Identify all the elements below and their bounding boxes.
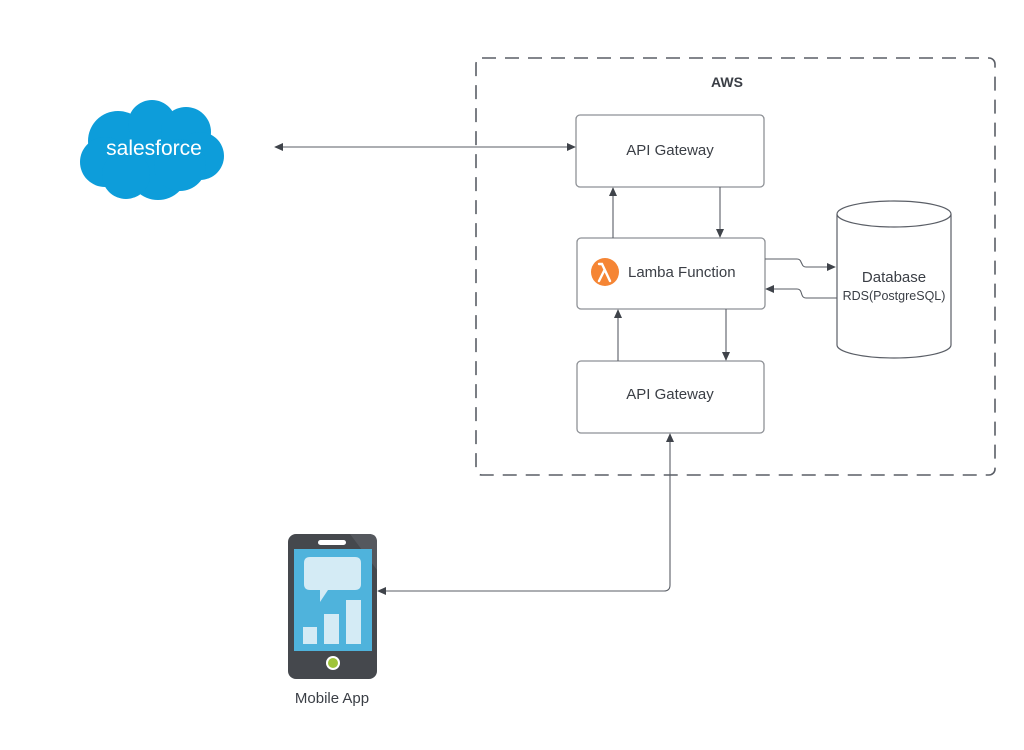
api-gateway-top-node[interactable]: API Gateway — [575, 114, 765, 188]
aws-group-border — [475, 57, 996, 476]
api-gateway-bottom-node[interactable]: API Gateway — [576, 360, 765, 434]
aws-group-label: AWS — [711, 74, 743, 90]
api-gateway-bottom-label: API Gateway — [626, 386, 714, 403]
edge-lambda-to-database[interactable] — [765, 258, 836, 272]
database-node[interactable]: Database RDS(PostgreSQL) — [836, 200, 952, 359]
salesforce-node[interactable]: salesforce — [80, 100, 224, 200]
salesforce-cloud-icon — [80, 100, 224, 200]
mobile-app-label: Mobile App — [295, 690, 369, 707]
salesforce-logo-text: salesforce — [106, 137, 202, 160]
database-sublabel: RDS(PostgreSQL) — [843, 289, 946, 303]
api-gateway-bottom-box — [576, 360, 765, 434]
database-label: Database — [862, 269, 926, 286]
api-gateway-top-label: API Gateway — [626, 142, 714, 159]
aws-group[interactable]: AWS — [475, 57, 996, 476]
edge-mobile-app-api-gateway-bottom[interactable] — [377, 433, 675, 596]
lambda-function-box — [576, 237, 766, 310]
api-gateway-top-box — [575, 114, 765, 188]
lambda-icon — [591, 258, 619, 286]
database-cylinder-top — [836, 200, 952, 228]
lambda-function-label: Lamba Function — [628, 264, 736, 281]
mobile-app-node[interactable]: Mobile App — [288, 534, 377, 707]
lambda-function-node[interactable]: Lamba Function — [576, 237, 766, 310]
mobile-phone-icon — [288, 534, 377, 679]
edge-database-to-lambda[interactable] — [765, 284, 837, 299]
database-cylinder-body — [836, 214, 952, 359]
